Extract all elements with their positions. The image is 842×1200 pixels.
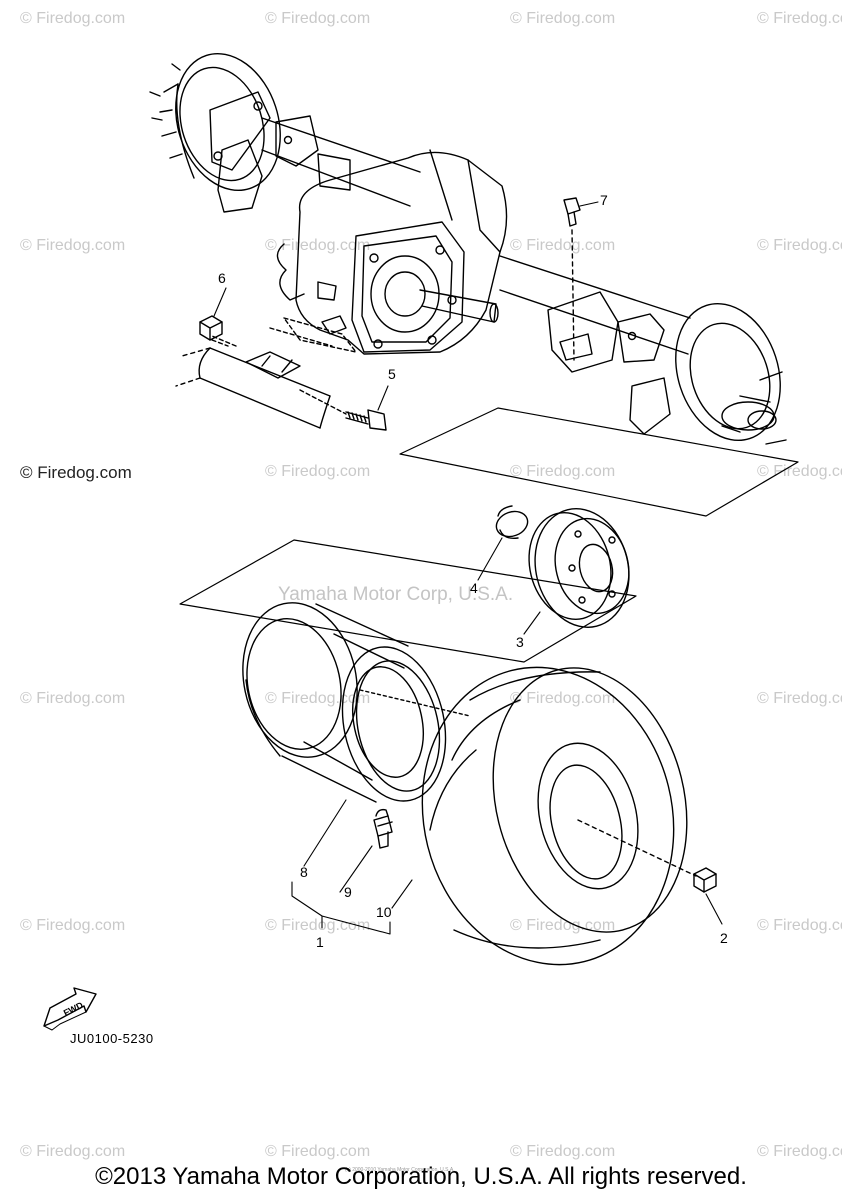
- placement-outline-upper: [399, 407, 799, 517]
- part-5-bolt: [299, 389, 387, 431]
- callout-4: 4: [470, 580, 478, 596]
- watermark: © Firedog.com: [510, 690, 616, 707]
- watermark: © Firedog.com: [265, 237, 371, 254]
- callout-10: 10: [376, 904, 392, 920]
- watermark: © Firedog.com: [510, 463, 616, 480]
- callout-5: 5: [388, 366, 396, 382]
- watermark: © Firedog.com: [510, 10, 616, 27]
- part-9-valve: [373, 808, 393, 849]
- leader-lines: [213, 201, 723, 935]
- watermark: © Firedog.com: [757, 917, 842, 934]
- copyright-footer: ©2013 Yamaha Motor Corporation, U.S.A. A…: [95, 1163, 747, 1190]
- watermark: © Firedog.com: [20, 10, 126, 27]
- placement-outline-lower: [179, 539, 637, 663]
- watermark: © Firedog.com: [757, 10, 842, 27]
- watermark: © Firedog.com: [20, 690, 126, 707]
- callout-7: 7: [600, 192, 608, 208]
- part-8-wheel-rim: [242, 602, 471, 803]
- watermark: © Firedog.com: [265, 463, 371, 480]
- watermark: © Firedog.com: [265, 10, 371, 27]
- watermark: © Firedog.com: [20, 237, 126, 254]
- part-4-cap: [495, 505, 529, 540]
- watermark: © Firedog.com: [757, 1143, 842, 1160]
- part-10-tire: [421, 666, 697, 966]
- watermark: © Firedog.com: [757, 237, 842, 254]
- part-3-hub: [528, 508, 630, 628]
- callout-1: 1: [316, 934, 324, 950]
- callout-3: 3: [516, 634, 524, 650]
- tiny-copyright: (c) 2000-2010 Yamaha Motor Corporation, …: [345, 1167, 455, 1173]
- callout-6: 6: [218, 270, 226, 286]
- callout-9: 9: [344, 884, 352, 900]
- watermark: © Firedog.com: [20, 1143, 126, 1160]
- watermark: © Firedog.com: [510, 237, 616, 254]
- watermark: © Firedog.com: [757, 463, 842, 480]
- rear-axle-assembly: [149, 52, 787, 445]
- part-7-bolt: [563, 197, 581, 361]
- callout-2: 2: [720, 930, 728, 946]
- watermark: © Firedog.com: [757, 690, 842, 707]
- part-2-nut: [693, 867, 717, 893]
- watermark: © Firedog.com: [265, 1143, 371, 1160]
- watermark: © Firedog.com: [20, 463, 132, 482]
- frame-section: [175, 317, 357, 429]
- part-6-nut: [199, 315, 229, 347]
- fwd-arrow: [43, 987, 97, 1031]
- watermark: © Firedog.com: [510, 1143, 616, 1160]
- callout-8: 8: [300, 864, 308, 880]
- watermark: © Firedog.com: [20, 917, 126, 934]
- reference-code: JU0100-5230: [70, 1031, 154, 1046]
- center-watermark: Yamaha Motor Corp, U.S.A.: [278, 584, 514, 605]
